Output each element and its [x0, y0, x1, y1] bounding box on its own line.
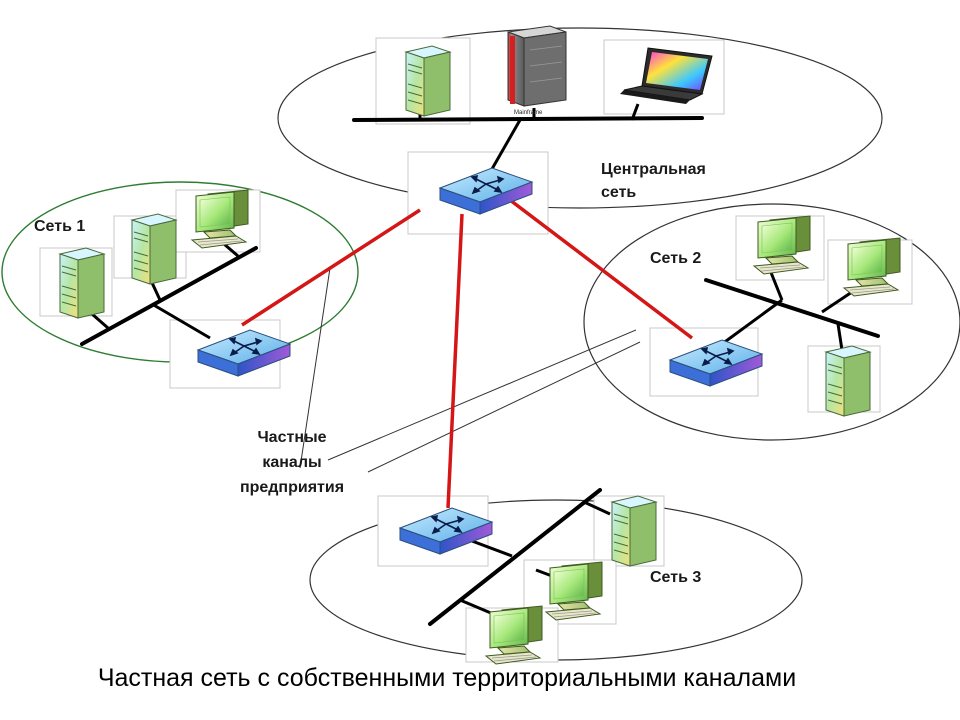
leader-line-net2b — [367, 341, 641, 473]
net1-drop-router — [151, 302, 211, 340]
private-channel-net1 — [241, 208, 421, 327]
network-2-label: Сеть 2 — [650, 250, 701, 267]
private-channel-net2 — [508, 198, 694, 340]
central-network-label-line1: Центральная — [601, 161, 706, 178]
net3-workstation-1-icon — [545, 561, 603, 621]
network-2-boundary — [583, 203, 960, 441]
net2-server-icon — [825, 345, 871, 417]
private-channels-label-line3: предприятия — [240, 479, 344, 496]
net2-drop-server — [836, 323, 844, 351]
laptop-icon — [620, 47, 713, 104]
net3-server-icon — [611, 495, 657, 567]
net2-drop-pc1 — [768, 269, 784, 301]
net3-workstation-2-icon — [485, 605, 543, 665]
diagram-caption: Частная сеть с собственными территориаль… — [98, 664, 796, 692]
mainframe-label: Mainframe — [514, 110, 543, 116]
network-3-label: Сеть 3 — [650, 569, 701, 586]
leader-line-net2 — [327, 329, 637, 461]
net1-workstation-icon — [191, 189, 249, 249]
net3-bus — [428, 488, 602, 626]
private-channels-label-line1: Частные — [257, 429, 326, 446]
net2-bus — [704, 278, 880, 338]
net1-server-icon — [59, 247, 105, 319]
central-drop-router — [486, 119, 522, 177]
central-network-boundary — [277, 27, 883, 209]
net2-drop-pc2 — [821, 290, 853, 314]
private-channels-label-line2: каналы — [262, 454, 321, 471]
central-network-label-line2: сеть — [601, 184, 636, 201]
mainframe-icon: Mainframe — [507, 25, 567, 116]
private-channel-net3 — [446, 213, 464, 509]
net1-drop-server — [91, 312, 109, 330]
net3-drop-server — [583, 500, 611, 516]
net2-drop-router — [721, 298, 783, 346]
net1-bus — [80, 246, 258, 346]
net2-workstation-1-icon — [753, 215, 811, 275]
central-server-icon — [405, 45, 451, 117]
net3-drop-pc1 — [535, 568, 553, 578]
net1-drop-pc — [223, 242, 239, 258]
central-drop-laptop — [630, 103, 640, 121]
net2-workstation-2-icon — [843, 237, 901, 297]
net1-server2-icon — [131, 213, 177, 285]
central-bus — [352, 116, 704, 122]
leader-line-net1 — [299, 267, 331, 469]
network-1-label: Сеть 1 — [34, 218, 85, 235]
